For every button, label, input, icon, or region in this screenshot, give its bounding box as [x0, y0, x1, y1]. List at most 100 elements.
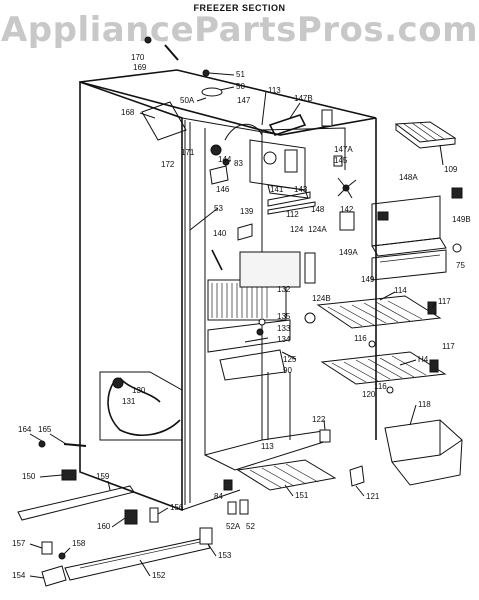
part-label: 152: [152, 571, 166, 580]
part-150: [61, 469, 77, 481]
part-label: 160: [97, 522, 111, 531]
part-label: 125: [283, 355, 297, 364]
part-label: 83: [234, 159, 243, 168]
part-label: 159: [96, 472, 110, 481]
rail-112: [267, 191, 311, 207]
part-label: 148: [311, 205, 325, 214]
fan-blade: [337, 177, 357, 199]
part-label: 153: [218, 551, 232, 560]
part-52a: [227, 501, 237, 515]
part-label: 117: [438, 297, 451, 306]
part-label: 142: [340, 205, 354, 214]
evaporator-cover: [239, 251, 301, 288]
part-label: 131: [122, 397, 136, 406]
kick-strip-159: [17, 485, 135, 521]
part-label: 116: [374, 382, 387, 391]
part-165: [63, 443, 87, 447]
part-label: 133: [277, 324, 291, 333]
part-label: 124B: [312, 294, 331, 303]
part-133: [256, 328, 264, 336]
part-label: 171: [181, 148, 195, 157]
part-label: 158: [72, 539, 86, 548]
part-label: 113: [261, 442, 274, 451]
tube-147: [224, 123, 263, 141]
drip-tray: [236, 459, 337, 491]
cabinet-body: [79, 69, 377, 512]
part-label: 172: [161, 160, 175, 169]
part-label: 135: [277, 312, 291, 321]
part-156: [149, 507, 159, 523]
part-164: [38, 440, 46, 448]
part-label: 113: [268, 86, 281, 95]
part-144: [210, 144, 222, 156]
part-153: [199, 527, 213, 545]
drain-tube: [219, 349, 286, 381]
part-label: 118: [418, 400, 431, 409]
part-label: H4: [418, 355, 429, 364]
part-label: 156: [170, 503, 184, 512]
part-label: 149A: [339, 248, 358, 257]
part-116b: [386, 386, 394, 394]
part-label: 147B: [294, 94, 313, 103]
part-label: 53: [214, 204, 223, 213]
part-label: 120: [362, 390, 376, 399]
part-label: 164: [18, 425, 32, 434]
part-168: [141, 101, 187, 141]
part-149b: [451, 187, 463, 199]
part-label: 84: [214, 492, 223, 501]
part-label: 121: [366, 492, 380, 501]
part-160: [124, 509, 138, 525]
freezer-basket: [384, 419, 463, 486]
part-label: 52: [246, 522, 255, 531]
part-label: 169: [133, 63, 147, 72]
part-label: 146: [216, 185, 230, 194]
part-label: 147: [237, 96, 251, 105]
defrost-heater: [99, 371, 183, 441]
part-label: 112: [286, 210, 299, 219]
part-label: 157: [12, 539, 26, 548]
part-label: 130: [132, 386, 146, 395]
part-label: 75: [456, 261, 465, 270]
leader-lines: [29, 72, 444, 579]
part-154: [41, 565, 67, 587]
part-label: 124: [290, 225, 304, 234]
part-labels: 170 169 51 50 50A 113 147 147B 168 171 1…: [12, 53, 471, 580]
panel-149: [371, 249, 447, 281]
part-139: [237, 223, 253, 241]
part-169: [164, 44, 179, 61]
part-149a: [339, 211, 355, 231]
part-83: [222, 158, 230, 166]
part-117b: [429, 359, 439, 373]
part-122: [319, 429, 331, 443]
part-label: 168: [121, 108, 135, 117]
part-label: 149B: [452, 215, 471, 224]
part-label: 150: [22, 472, 36, 481]
part-label: 144: [218, 155, 232, 164]
part-label: 114: [394, 286, 407, 295]
watermark-text: AppliancePartsPros.com: [0, 10, 478, 50]
part-label: 124A: [308, 225, 327, 234]
part-label: 117: [442, 342, 455, 351]
part-52: [239, 499, 249, 515]
part-label: 149: [361, 275, 375, 284]
part-label: 140: [213, 229, 227, 238]
part-label: 165: [38, 425, 52, 434]
part-label: 151: [295, 491, 309, 500]
part-label: 143: [294, 185, 308, 194]
part-158: [58, 552, 66, 560]
part-124b: [304, 312, 316, 324]
part-label: 141: [270, 185, 284, 194]
part-label: 116: [354, 334, 367, 343]
part-label: 154: [12, 571, 26, 580]
part-135: [258, 318, 266, 326]
part-label: 51: [236, 70, 245, 79]
upper-shelf: [316, 295, 442, 329]
part-label: 50A: [180, 96, 195, 105]
part-label: 134: [277, 335, 291, 344]
part-157: [41, 541, 53, 555]
part-147a: [321, 109, 333, 127]
part-label: 109: [444, 165, 458, 174]
part-84: [223, 479, 233, 491]
part-label: 148A: [399, 173, 418, 182]
